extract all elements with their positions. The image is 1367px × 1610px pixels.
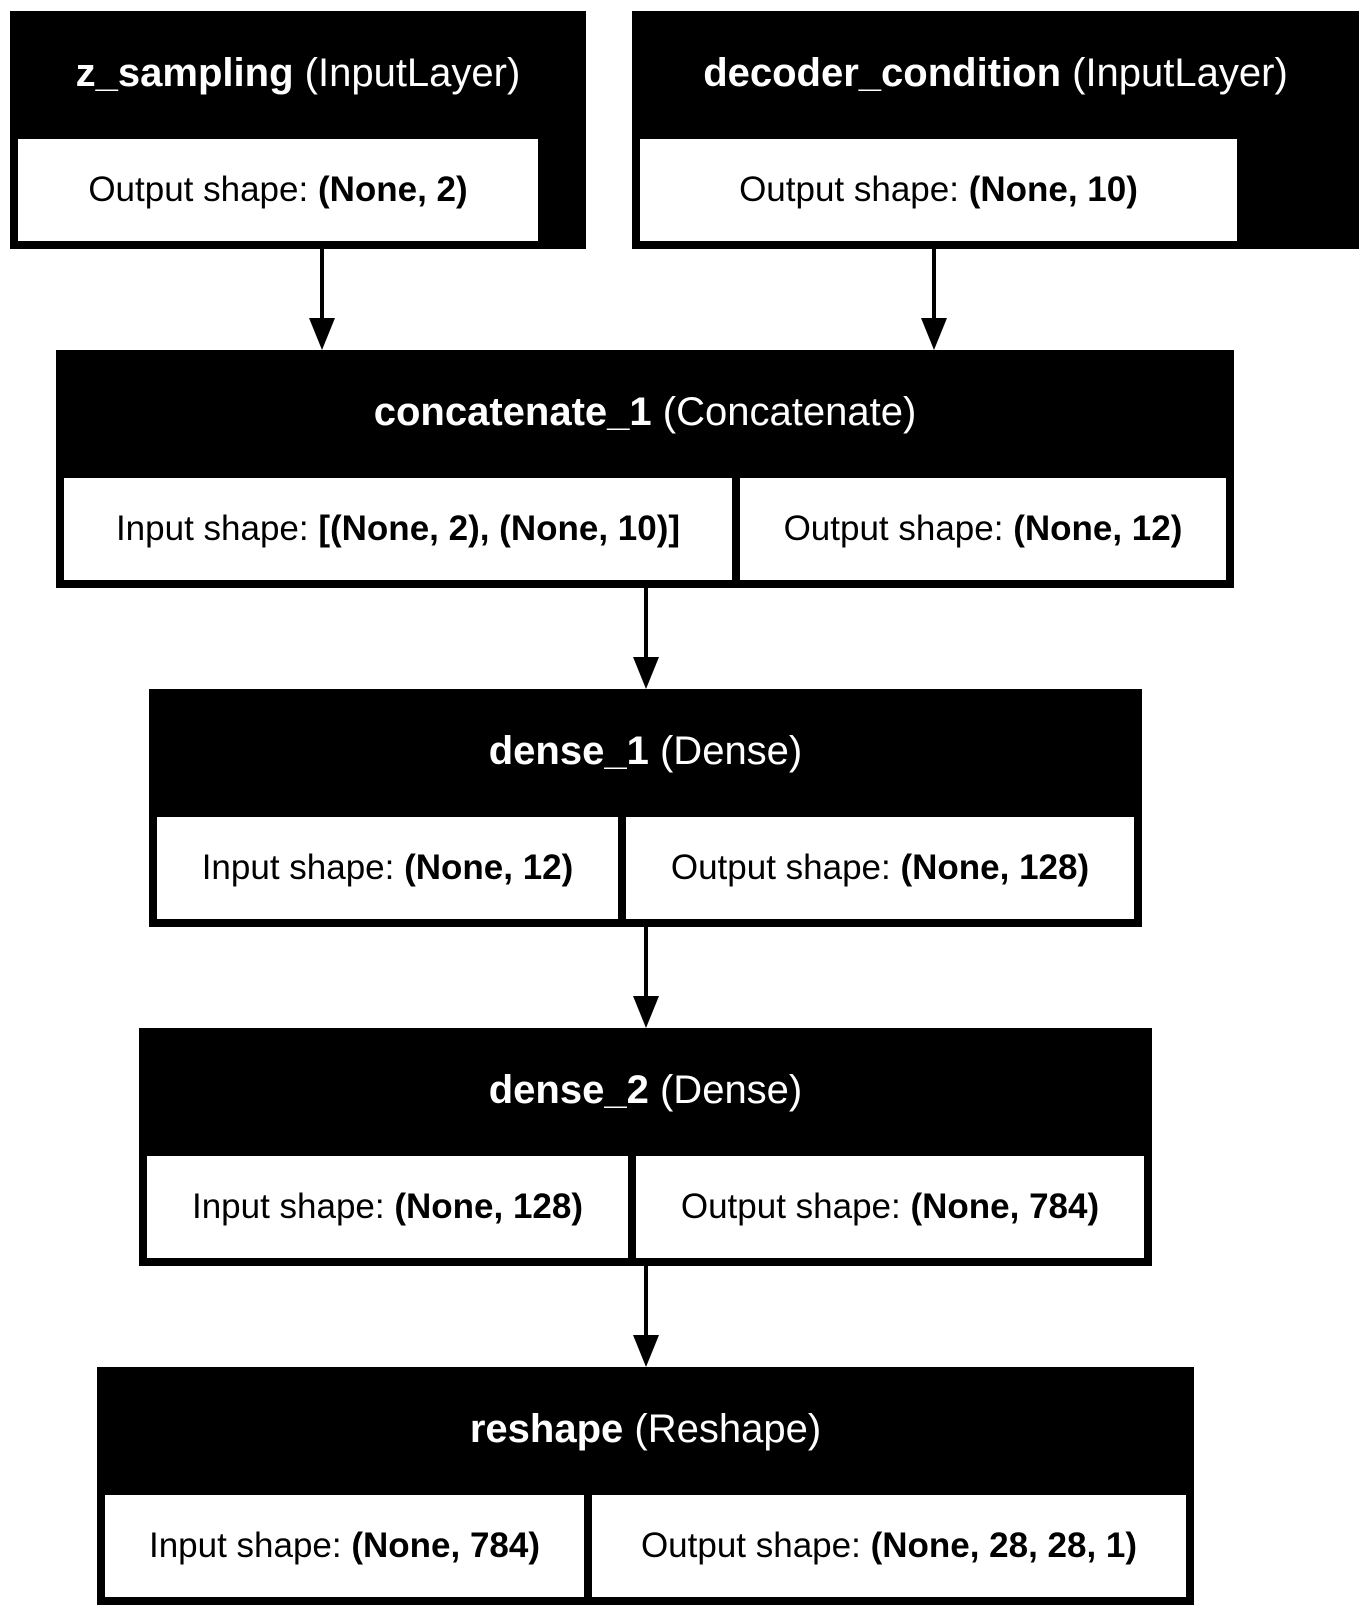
layer-name: reshape bbox=[469, 1406, 624, 1451]
node-title: z_sampling (InputLayer) bbox=[10, 11, 586, 135]
input-shape-label: Input shape: bbox=[191, 1187, 385, 1226]
output-shape-label: Output shape: bbox=[88, 170, 309, 209]
output-shape-cell: Output shape: (None, 2) bbox=[18, 139, 538, 241]
output-shape-label: Output shape: bbox=[739, 170, 959, 209]
input-shape-label: Input shape: bbox=[201, 848, 395, 887]
node-title: decoder_condition (InputLayer) bbox=[632, 11, 1359, 135]
input-shape-value: (None, 12) bbox=[404, 848, 574, 887]
layer-type: (Dense) bbox=[659, 1067, 803, 1112]
layer-name: z_sampling bbox=[75, 50, 294, 95]
input-shape-value: (None, 128) bbox=[394, 1187, 584, 1226]
output-shape-cell: Output shape: (None, 28, 28, 1) bbox=[592, 1495, 1186, 1597]
layer-name: dense_2 bbox=[488, 1067, 649, 1112]
layer-name: decoder_condition bbox=[703, 50, 1061, 95]
input-shape-label: Input shape: bbox=[148, 1526, 342, 1565]
edge-concatenate-to-dense-1 bbox=[633, 588, 659, 689]
layer-type: (Reshape) bbox=[634, 1406, 822, 1451]
layer-type: (InputLayer) bbox=[304, 50, 521, 95]
node-decoder-condition: decoder_condition (InputLayer) Output sh… bbox=[632, 11, 1359, 249]
node-reshape: reshape (Reshape) Input shape: (None, 78… bbox=[97, 1367, 1194, 1605]
layer-name: dense_1 bbox=[488, 728, 649, 773]
layer-name: concatenate_1 bbox=[373, 389, 652, 434]
input-shape-label: Input shape: bbox=[115, 509, 309, 548]
node-title: dense_1 (Dense) bbox=[149, 689, 1142, 813]
node-dense-2: dense_2 (Dense) Input shape: (None, 128)… bbox=[139, 1028, 1152, 1266]
node-title: reshape (Reshape) bbox=[97, 1367, 1194, 1491]
input-shape-cell: Input shape: (None, 12) bbox=[157, 817, 618, 919]
output-shape-label: Output shape: bbox=[783, 509, 1004, 548]
output-shape-value: (None, 12) bbox=[1013, 509, 1183, 548]
input-shape-cell: Input shape: (None, 784) bbox=[105, 1495, 584, 1597]
layer-type: (InputLayer) bbox=[1072, 50, 1288, 95]
output-shape-value: (None, 28, 28, 1) bbox=[870, 1526, 1138, 1565]
edge-z-sampling-to-concatenate bbox=[309, 249, 335, 350]
output-shape-value: (None, 128) bbox=[900, 848, 1090, 887]
edge-dense-2-to-reshape bbox=[633, 1266, 659, 1367]
node-concatenate-1: concatenate_1 (Concatenate) Input shape:… bbox=[56, 350, 1234, 588]
layer-type: (Concatenate) bbox=[662, 389, 917, 434]
output-shape-label: Output shape: bbox=[640, 1526, 861, 1565]
node-z-sampling: z_sampling (InputLayer) Output shape: (N… bbox=[10, 11, 586, 249]
output-shape-cell: Output shape: (None, 128) bbox=[626, 817, 1134, 919]
input-shape-cell: Input shape: [(None, 2), (None, 10)] bbox=[64, 478, 732, 580]
node-dense-1: dense_1 (Dense) Input shape: (None, 12) … bbox=[149, 689, 1142, 927]
edge-decoder-condition-to-concatenate bbox=[921, 249, 947, 350]
node-title: dense_2 (Dense) bbox=[139, 1028, 1152, 1152]
output-shape-value: (None, 10) bbox=[968, 170, 1138, 209]
edge-dense-1-to-dense-2 bbox=[633, 927, 659, 1028]
output-shape-cell: Output shape: (None, 784) bbox=[636, 1156, 1144, 1258]
input-shape-cell: Input shape: (None, 128) bbox=[147, 1156, 628, 1258]
output-shape-label: Output shape: bbox=[680, 1187, 901, 1226]
output-shape-cell: Output shape: (None, 10) bbox=[640, 139, 1237, 241]
layer-type: (Dense) bbox=[659, 728, 803, 773]
output-shape-label: Output shape: bbox=[670, 848, 891, 887]
output-shape-value: (None, 2) bbox=[317, 170, 468, 209]
input-shape-value: (None, 784) bbox=[351, 1526, 541, 1565]
node-title: concatenate_1 (Concatenate) bbox=[56, 350, 1234, 474]
output-shape-cell: Output shape: (None, 12) bbox=[740, 478, 1226, 580]
output-shape-value: (None, 784) bbox=[910, 1187, 1100, 1226]
input-shape-value: [(None, 2), (None, 10)] bbox=[318, 509, 681, 548]
